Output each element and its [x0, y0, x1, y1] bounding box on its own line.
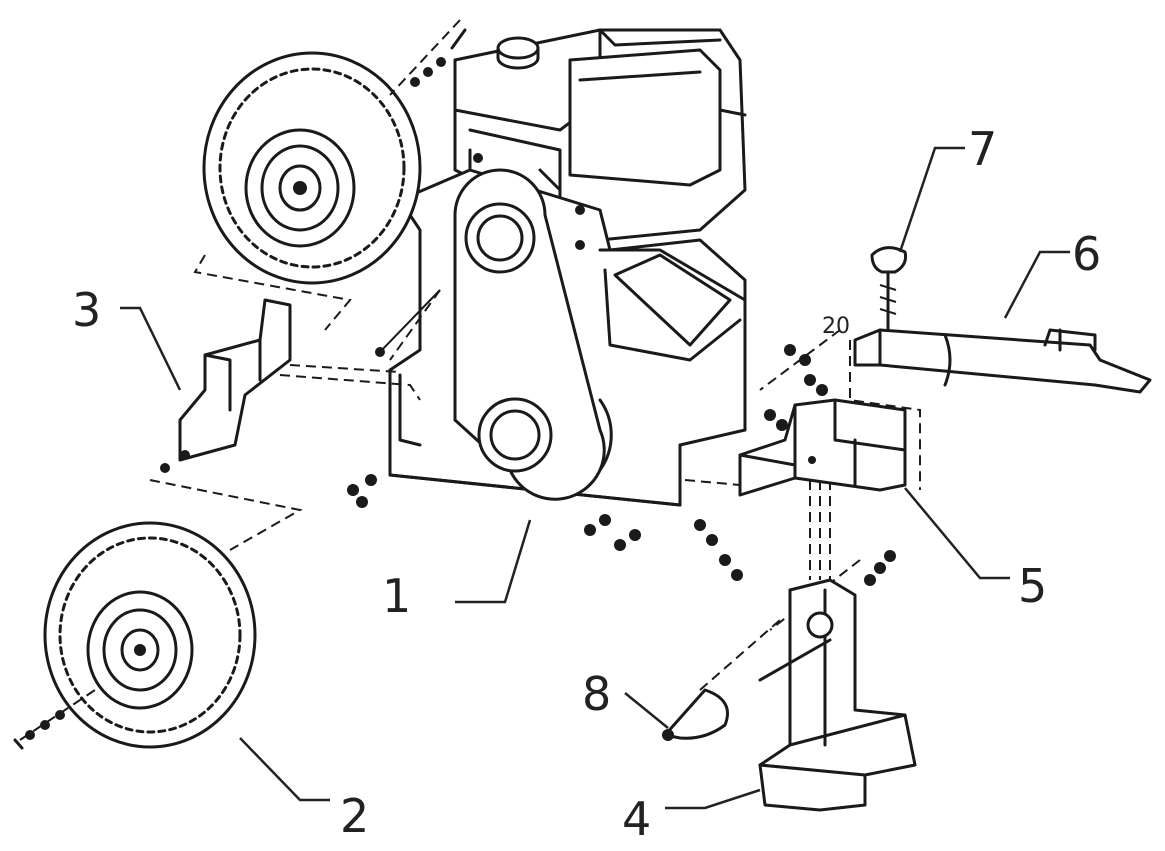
callout-7: 7: [968, 122, 997, 176]
leader-lines: [120, 146, 1070, 810]
callout-labels: 3 1 2 4 5 6 7 8 20: [72, 122, 1101, 846]
fasteners: [13, 28, 896, 750]
callout-4: 4: [622, 792, 651, 846]
hitch-tongue: [853, 328, 1152, 394]
callout-6: 6: [1072, 227, 1101, 281]
wheel-upper: [202, 51, 422, 285]
axle-bracket: [160, 298, 292, 473]
leader-6: [1003, 250, 1070, 319]
socket-bracket: [738, 398, 907, 497]
small-label-20: 20: [822, 314, 850, 339]
stand-leg: [758, 578, 917, 812]
pin-clip: [662, 688, 729, 741]
wheel-lower: [43, 521, 257, 749]
callout-1: 1: [382, 569, 411, 623]
callout-2: 2: [340, 789, 369, 843]
leader-2: [239, 737, 330, 802]
leader-1: [455, 519, 532, 604]
leader-3: [120, 306, 182, 391]
callout-8: 8: [582, 667, 611, 721]
leader-4: [665, 788, 761, 810]
belt-housing: [453, 168, 613, 501]
leader-8: [624, 692, 669, 729]
leader-5: [904, 487, 1010, 580]
leader-7: [898, 146, 965, 253]
knob-bolt: [870, 246, 907, 332]
callout-3: 3: [72, 283, 101, 337]
callout-5: 5: [1018, 559, 1047, 613]
